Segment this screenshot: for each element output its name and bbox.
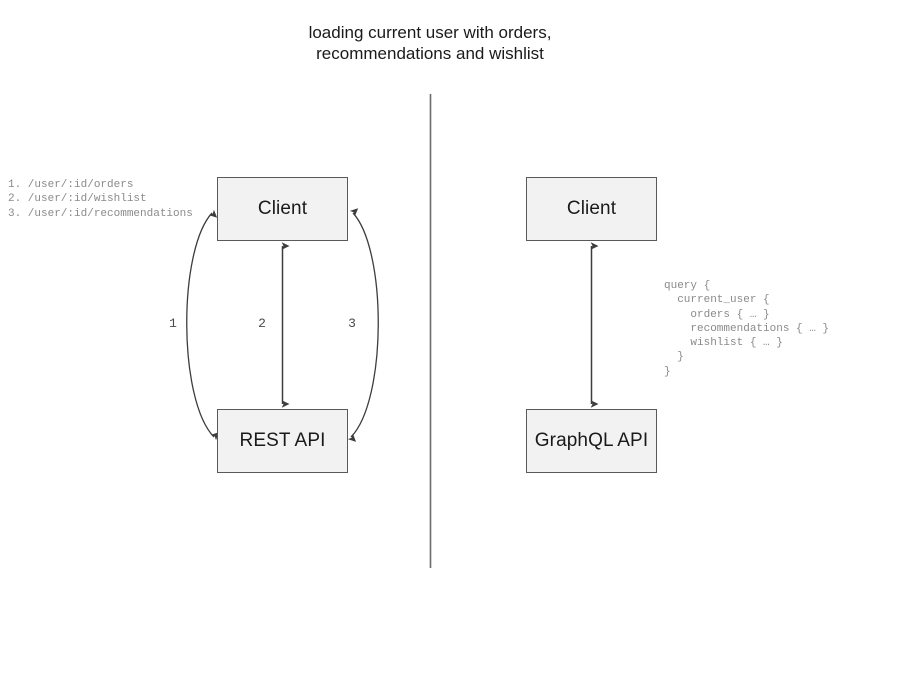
rest-endpoint-list: 1. /user/:id/orders 2. /user/:id/wishlis… bbox=[8, 179, 193, 220]
diagram-title: loading current user with orders, recomm… bbox=[308, 23, 552, 63]
edge-3-client-rest-recommendations bbox=[347, 208, 379, 442]
edge-label-1: 1 bbox=[169, 316, 177, 331]
node-graphql-api-label: GraphQL API bbox=[534, 430, 649, 451]
edge-1-client-rest-orders bbox=[186, 209, 220, 441]
graphql-query-snippet: query { current_user { orders { … } reco… bbox=[664, 280, 830, 378]
node-client-rest-label: Client bbox=[257, 198, 308, 219]
edge-label-3: 3 bbox=[348, 316, 356, 331]
node-client-graphql-label: Client bbox=[566, 198, 617, 219]
node-graphql-api[interactable]: GraphQL API bbox=[526, 409, 657, 473]
node-client-graphql[interactable]: Client bbox=[526, 177, 657, 241]
node-client-rest[interactable]: Client bbox=[217, 177, 348, 241]
node-rest-api-label: REST API bbox=[239, 430, 326, 451]
edge-label-2: 2 bbox=[258, 316, 266, 331]
node-rest-api[interactable]: REST API bbox=[217, 409, 348, 473]
